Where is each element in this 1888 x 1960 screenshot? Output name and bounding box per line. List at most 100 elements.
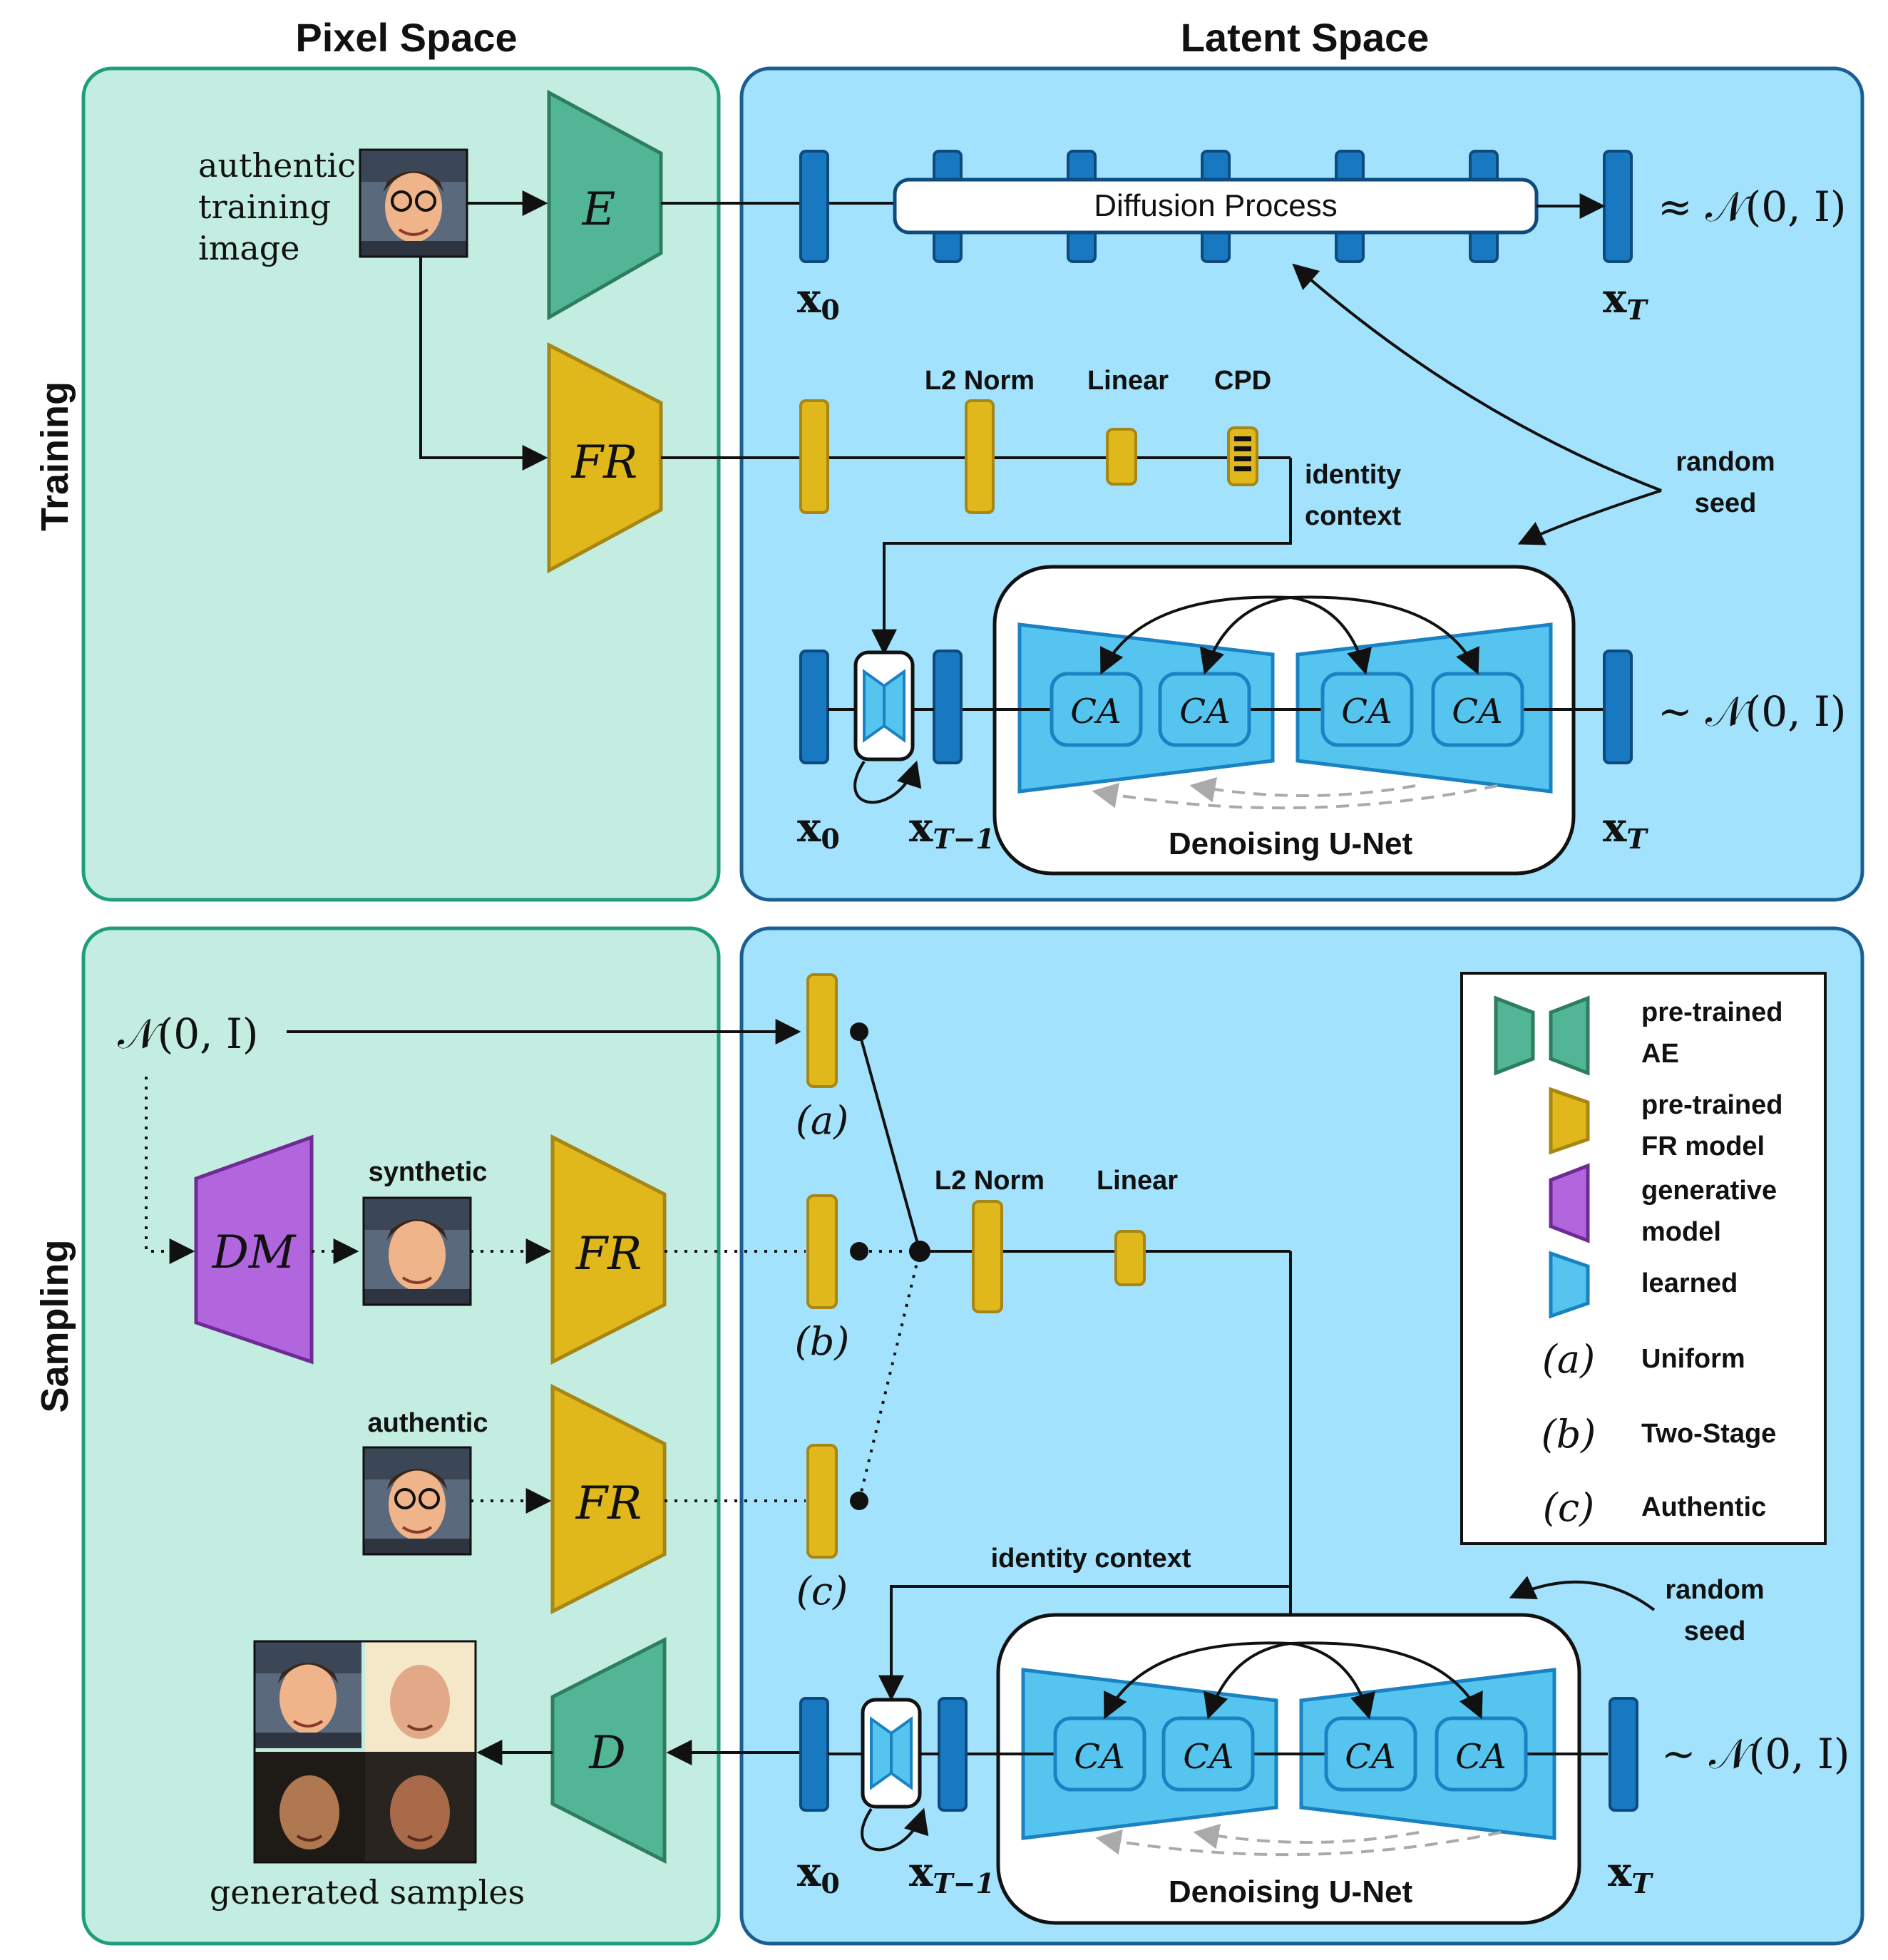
option-vectors bbox=[806, 973, 838, 1559]
legend-c-label: Authentic bbox=[1641, 1492, 1766, 1522]
ca-label-sampling-4: CA bbox=[1455, 1737, 1506, 1777]
legend-ae-icon bbox=[1494, 995, 1590, 1076]
ca-label-sampling-3: CA bbox=[1345, 1737, 1395, 1777]
fr-trapezoid-training bbox=[547, 342, 663, 574]
sampling-denoise-bars bbox=[799, 1697, 1638, 1812]
xT1-label-training: xT−1 bbox=[909, 804, 995, 855]
identity-to-denoiser-arrow bbox=[871, 458, 1292, 655]
random-seed-label-training-l2: seed bbox=[1695, 488, 1757, 518]
diffusion-process-label: Diffusion Process bbox=[1094, 188, 1338, 223]
fr-label-authentic: FR bbox=[575, 1477, 642, 1530]
legend-learned: learned bbox=[1641, 1268, 1738, 1298]
dm-label: DM bbox=[212, 1226, 297, 1279]
legend-a-label: Uniform bbox=[1641, 1344, 1745, 1374]
ca-blocks-training bbox=[1050, 672, 1524, 747]
identity-context-label-l1: identity bbox=[1305, 460, 1401, 490]
l2norm-label-sampling: L2 Norm bbox=[935, 1166, 1045, 1196]
x0-label-training-top: x0 bbox=[797, 275, 840, 326]
image-to-fr-arrow bbox=[419, 257, 548, 471]
dm-trapezoid bbox=[194, 1134, 314, 1365]
training-row-label: Training bbox=[34, 381, 76, 531]
random-seed-label-sampling-l2: seed bbox=[1684, 1616, 1746, 1646]
random-seed-label-sampling-l1: random bbox=[1665, 1575, 1764, 1605]
denoiser-step-training bbox=[853, 650, 915, 761]
xT-label-training-top: xT bbox=[1603, 275, 1648, 326]
xT1-label-sampling: xT−1 bbox=[909, 1849, 995, 1899]
x0-label-sampling: x0 bbox=[797, 1849, 840, 1899]
option-a-label: (a) bbox=[796, 1098, 848, 1143]
legend-box bbox=[1460, 972, 1827, 1545]
ca-label-sampling-2: CA bbox=[1183, 1737, 1233, 1777]
normal-sample-label-training: ~ 𝒩(0, I) bbox=[1658, 687, 1847, 736]
legend-gen-l1: generative bbox=[1641, 1176, 1777, 1206]
cross-attention-arrows-training bbox=[1100, 595, 1479, 675]
random-seed-to-diffusion-arrow bbox=[1292, 263, 1662, 492]
normal-distribution-label: 𝒩(0, I) bbox=[118, 1010, 259, 1058]
ca-label-training-2: CA bbox=[1179, 692, 1230, 732]
input-caption-line2: training bbox=[198, 188, 331, 226]
sampling-identity-bars bbox=[972, 1200, 1146, 1313]
linear-label-sampling: Linear bbox=[1097, 1166, 1178, 1196]
legend-fr-l1: pre-trained bbox=[1641, 1090, 1782, 1120]
option-b-label: (b) bbox=[795, 1319, 850, 1364]
random-seed-to-unet-arrow bbox=[1517, 489, 1662, 545]
training-denoise-bars bbox=[799, 650, 1633, 764]
generated-samples-grid bbox=[253, 1640, 477, 1864]
legend-b-label: Two-Stage bbox=[1641, 1419, 1776, 1449]
random-seed-arrow-sampling bbox=[1509, 1576, 1656, 1611]
encoder-label: E bbox=[582, 183, 616, 236]
decoder-trapezoid bbox=[550, 1636, 667, 1864]
denoiser-step-sampling bbox=[861, 1698, 922, 1809]
loop-arrow-training bbox=[853, 760, 922, 804]
synthetic-label: synthetic bbox=[369, 1157, 488, 1187]
normal-sample-label-sampling: ~ 𝒩(0, I) bbox=[1661, 1730, 1850, 1778]
switch-arm bbox=[858, 1031, 921, 1252]
skip-connections-sampling bbox=[1095, 1823, 1502, 1857]
l2norm-label-training: L2 Norm bbox=[925, 366, 1035, 396]
legend-c-sym: (c) bbox=[1543, 1485, 1594, 1530]
unet-title-sampling: Denoising U-Net bbox=[1169, 1874, 1413, 1909]
training-identity-bars bbox=[799, 399, 1137, 514]
sampling-row-label: Sampling bbox=[34, 1239, 76, 1412]
identity-to-denoiser-arrow-sampling bbox=[878, 1251, 1292, 1701]
legend-ae-l1: pre-trained bbox=[1641, 997, 1782, 1027]
cross-attention-arrows-sampling bbox=[1104, 1641, 1483, 1720]
legend-ae-l2: AE bbox=[1641, 1039, 1679, 1069]
identity-context-label-l2: context bbox=[1305, 501, 1401, 531]
ca-label-sampling-1: CA bbox=[1074, 1737, 1124, 1777]
fr-label-training: FR bbox=[571, 436, 638, 489]
encoder-trapezoid bbox=[547, 89, 663, 321]
x0-label-training-bottom: x0 bbox=[797, 804, 840, 855]
pixel-space-header: Pixel Space bbox=[295, 15, 517, 60]
authentic-label: authentic bbox=[368, 1408, 488, 1438]
ca-label-training-3: CA bbox=[1341, 692, 1392, 732]
xT-label-training-bottom: xT bbox=[1603, 804, 1648, 855]
legend-fr-l2: FR model bbox=[1641, 1132, 1765, 1161]
authentic-training-image bbox=[359, 148, 468, 258]
skip-connections-training bbox=[1092, 776, 1498, 810]
fr-trapezoid-authentic bbox=[550, 1383, 667, 1615]
linear-label-training: Linear bbox=[1087, 366, 1169, 396]
decoder-label: D bbox=[588, 1727, 625, 1780]
identity-context-label-sampling: identity context bbox=[991, 1544, 1191, 1574]
loop-arrow-sampling bbox=[861, 1807, 929, 1852]
unet-title-training: Denoising U-Net bbox=[1169, 826, 1413, 861]
legend-b-sym: (b) bbox=[1541, 1412, 1596, 1457]
cpd-block bbox=[1227, 426, 1258, 486]
legend-learned-icon bbox=[1549, 1251, 1590, 1319]
latent-space-header: Latent Space bbox=[1181, 15, 1430, 60]
authentic-image-sampling bbox=[362, 1446, 472, 1556]
legend-gen-icon bbox=[1549, 1163, 1590, 1243]
ca-label-training-1: CA bbox=[1070, 692, 1121, 732]
ca-label-training-4: CA bbox=[1452, 692, 1502, 732]
legend-a-sym: (a) bbox=[1542, 1337, 1595, 1382]
option-c-label: (c) bbox=[796, 1569, 848, 1613]
input-caption-line1: authentic bbox=[198, 146, 356, 185]
cpd-label: CPD bbox=[1214, 366, 1271, 396]
xT-label-sampling: xT bbox=[1608, 1849, 1653, 1899]
synthetic-image bbox=[362, 1196, 472, 1306]
generated-samples-label: generated samples bbox=[210, 1873, 525, 1912]
input-caption-line3: image bbox=[198, 229, 299, 267]
fr-label-synthetic: FR bbox=[575, 1228, 642, 1281]
